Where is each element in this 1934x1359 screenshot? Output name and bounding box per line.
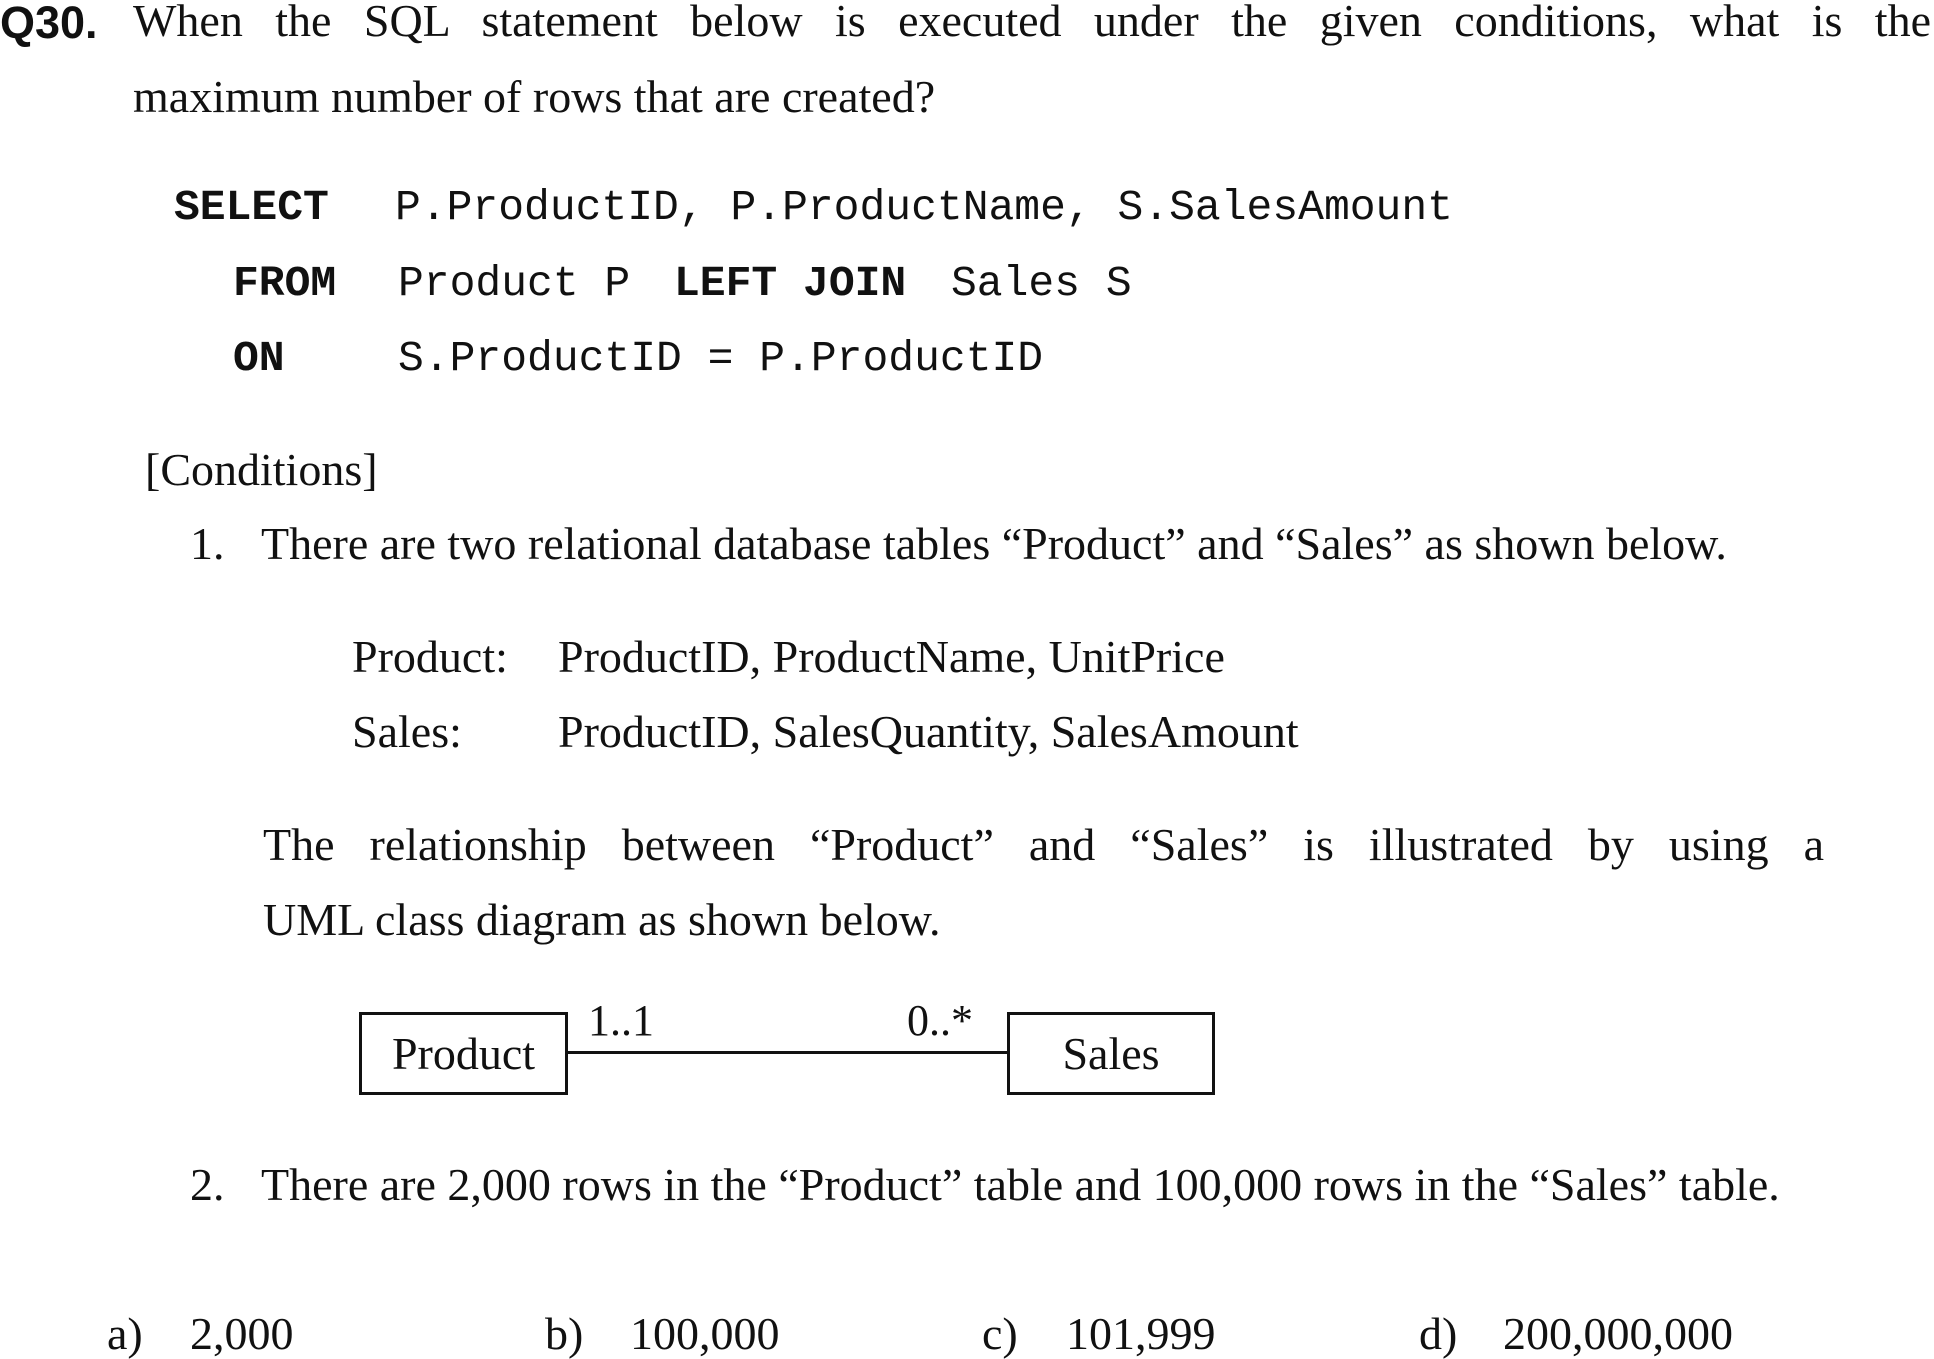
uml-class-sales-label: Sales <box>1062 1027 1160 1079</box>
sql-from-table: Product P <box>398 259 631 308</box>
sql-join-table: Sales S <box>951 259 1132 308</box>
answer-option-label: d) <box>1419 1308 1458 1359</box>
uml-multiplicity-sales: 0..* <box>907 996 973 1045</box>
uml-class-product-label: Product <box>391 1027 536 1079</box>
uml-class-sales: Sales <box>1007 1012 1215 1095</box>
condition-2-text: There are 2,000 rows in the “Product” ta… <box>261 1159 1780 1210</box>
relationship-text-line-2: UML class diagram as shown below. <box>263 894 941 945</box>
condition-1-number: 1. <box>190 518 225 569</box>
answer-option-value: 101,999 <box>1066 1308 1216 1359</box>
table-columns: ProductID, SalesQuantity, SalesAmount <box>558 706 1299 757</box>
question-text-line-1: When the SQL statement below is executed… <box>133 0 1931 46</box>
sql-on-condition: S.ProductID = P.ProductID <box>398 334 1044 383</box>
sql-join-keyword: LEFT JOIN <box>674 259 907 308</box>
answer-option-value: 200,000,000 <box>1503 1308 1733 1359</box>
answer-option-label: a) <box>107 1308 143 1359</box>
conditions-heading: [Conditions] <box>145 444 378 495</box>
uml-multiplicity-product: 1..1 <box>588 996 654 1045</box>
question-text-line-2: maximum number of rows that are created? <box>133 71 936 122</box>
condition-1-text: There are two relational database tables… <box>261 518 1727 569</box>
answer-option-label: c) <box>982 1308 1018 1359</box>
table-name: Product: <box>352 631 508 682</box>
answer-option-label: b) <box>545 1308 584 1359</box>
uml-class-product: Product <box>359 1012 568 1095</box>
sql-select-columns: P.ProductID, P.ProductName, S.SalesAmoun… <box>395 183 1453 232</box>
answer-option-value: 100,000 <box>630 1308 780 1359</box>
relationship-text-line-1: The relationship between “Product” and “… <box>263 819 1824 870</box>
table-name: Sales: <box>352 706 462 757</box>
sql-select-keyword: SELECT <box>174 183 329 232</box>
answer-option-value: 2,000 <box>190 1308 294 1359</box>
sql-on-keyword: ON <box>233 334 285 383</box>
sql-from-keyword: FROM <box>233 259 337 308</box>
uml-association-line <box>568 1051 1008 1054</box>
table-columns: ProductID, ProductName, UnitPrice <box>558 631 1225 682</box>
question-number: Q30. <box>0 0 98 48</box>
condition-2-number: 2. <box>190 1159 225 1210</box>
